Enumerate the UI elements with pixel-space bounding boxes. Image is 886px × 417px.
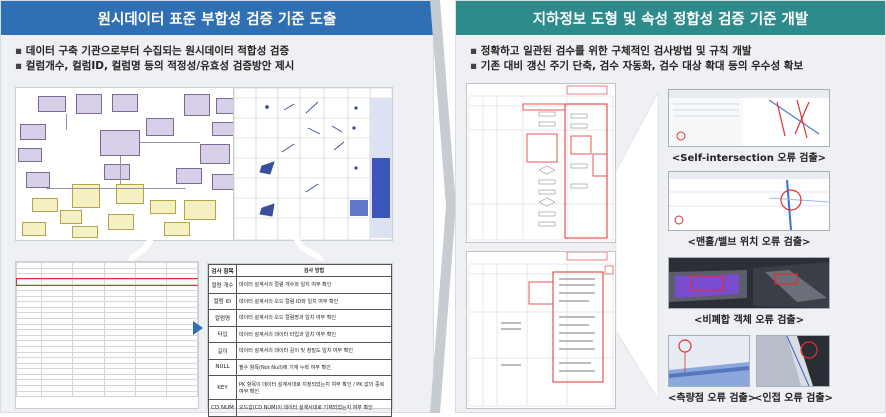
left-bullet-2: 컬럼개수, 컬럼ID, 컬럼명 등의 적정성/유효성 검증방안 제시 xyxy=(15,59,433,74)
geometry-grid xyxy=(233,87,393,241)
fan-connector xyxy=(615,92,659,401)
manhole-valve-screenshot xyxy=(668,171,830,231)
left-panel: 원시데이터 표준 부합성 검증 기준 도출 데이터 구축 기관으로부터 수집되는… xyxy=(0,0,434,417)
self-intersection-screenshot xyxy=(668,89,830,147)
survey-point-screenshot xyxy=(668,335,750,387)
rule-method: PK 항목이 데이터 설계서대로 지정되었는지 여부 확인 / PK 값의 중복… xyxy=(236,375,392,400)
rule-item: NULL xyxy=(208,358,237,376)
chevron-divider-icon xyxy=(430,0,456,413)
left-panel-title: 원시데이터 표준 부합성 검증 기준 도출 xyxy=(1,1,433,35)
rule-method: 필수 항목(Not Null)에 기재 누락 여부 확인 xyxy=(236,358,392,376)
geometry-sample-table xyxy=(233,87,393,241)
rule-item: 길이 xyxy=(208,342,237,360)
rule-item: 컬럼명 xyxy=(208,309,237,327)
rule-method: 데이터 설계서의 컬럼 개수와 일치 여부 확인 xyxy=(236,276,392,294)
adjacency-screenshot xyxy=(756,335,830,387)
unclosed-object-screenshot xyxy=(668,257,830,309)
rule-method: 데이터 설계서의 데이터 타입과 일치 여부 확인 xyxy=(236,325,392,343)
rule-method: 데이터 설계서의 오드 컬럼 ID와 일치 여부 확인 xyxy=(236,292,392,310)
connector-curves xyxy=(128,232,324,263)
caption-manhole-valve: <맨홀/밸브 위치 오류 검출> xyxy=(687,237,811,248)
left-bullet-1: 데이터 구축 기관으로부터 수집되는 원시데이터 적합성 검증 xyxy=(15,44,433,59)
caption-adjacency: <인접 오류 검출> xyxy=(754,393,833,404)
data-spec-table xyxy=(15,261,199,409)
right-bullets: 정확하고 일관된 검수를 위한 구체적인 검사방법 및 규칙 개발 기존 대비 … xyxy=(456,35,885,74)
right-panel: 지하정보 도형 및 속성 정합성 검증 기준 개발 정확하고 일관된 검수를 위… xyxy=(455,0,886,413)
rule-item: CD NUM xyxy=(208,399,237,417)
right-panel-title: 지하정보 도형 및 속성 정합성 검증 기준 개발 xyxy=(456,1,885,35)
rule-item: 컬럼 ID xyxy=(208,292,237,310)
caption-unclosed-object: <비폐합 객체 오류 검출> xyxy=(693,315,804,326)
rule-header-item: 검사 항목 xyxy=(208,264,237,277)
inspection-flow-doc-1 xyxy=(466,83,616,243)
right-bullet-1: 정확하고 일관된 검수를 위한 구체적인 검사방법 및 규칙 개발 xyxy=(470,44,885,59)
right-bullet-2: 기존 대비 갱신 주기 단축, 검수 자동화, 검수 대상 확대 등의 우수성 … xyxy=(470,59,885,74)
rule-method: 오드값(CD NUM)이 데이터 설계서대로 기재되었는지 여부 확인 xyxy=(236,399,392,417)
uml-diagram xyxy=(15,87,247,241)
caption-survey-point: <측량점 오류 검출> xyxy=(668,393,757,404)
rule-item: 타입 xyxy=(208,325,237,343)
caption-self-intersection: <Self-intersection 오류 검출> xyxy=(671,153,827,164)
arrow-right-icon xyxy=(193,321,203,335)
left-bullets: 데이터 구축 기관으로부터 수집되는 원시데이터 적합성 검증 컬럼개수, 컬럼… xyxy=(1,35,433,74)
rule-method: 데이터 설계서의 오드 컬럼명과 일치 여부 확인 xyxy=(236,309,392,327)
rule-item: KEY xyxy=(208,375,237,400)
rule-header-method: 검사 방법 xyxy=(236,264,392,277)
rule-item: 컬럼 개수 xyxy=(208,276,237,294)
inspection-flow-doc-2 xyxy=(466,251,616,409)
rule-method: 데이터 설계서의 데이터 길이 및 정밀도 일치 여부 확인 xyxy=(236,342,392,360)
